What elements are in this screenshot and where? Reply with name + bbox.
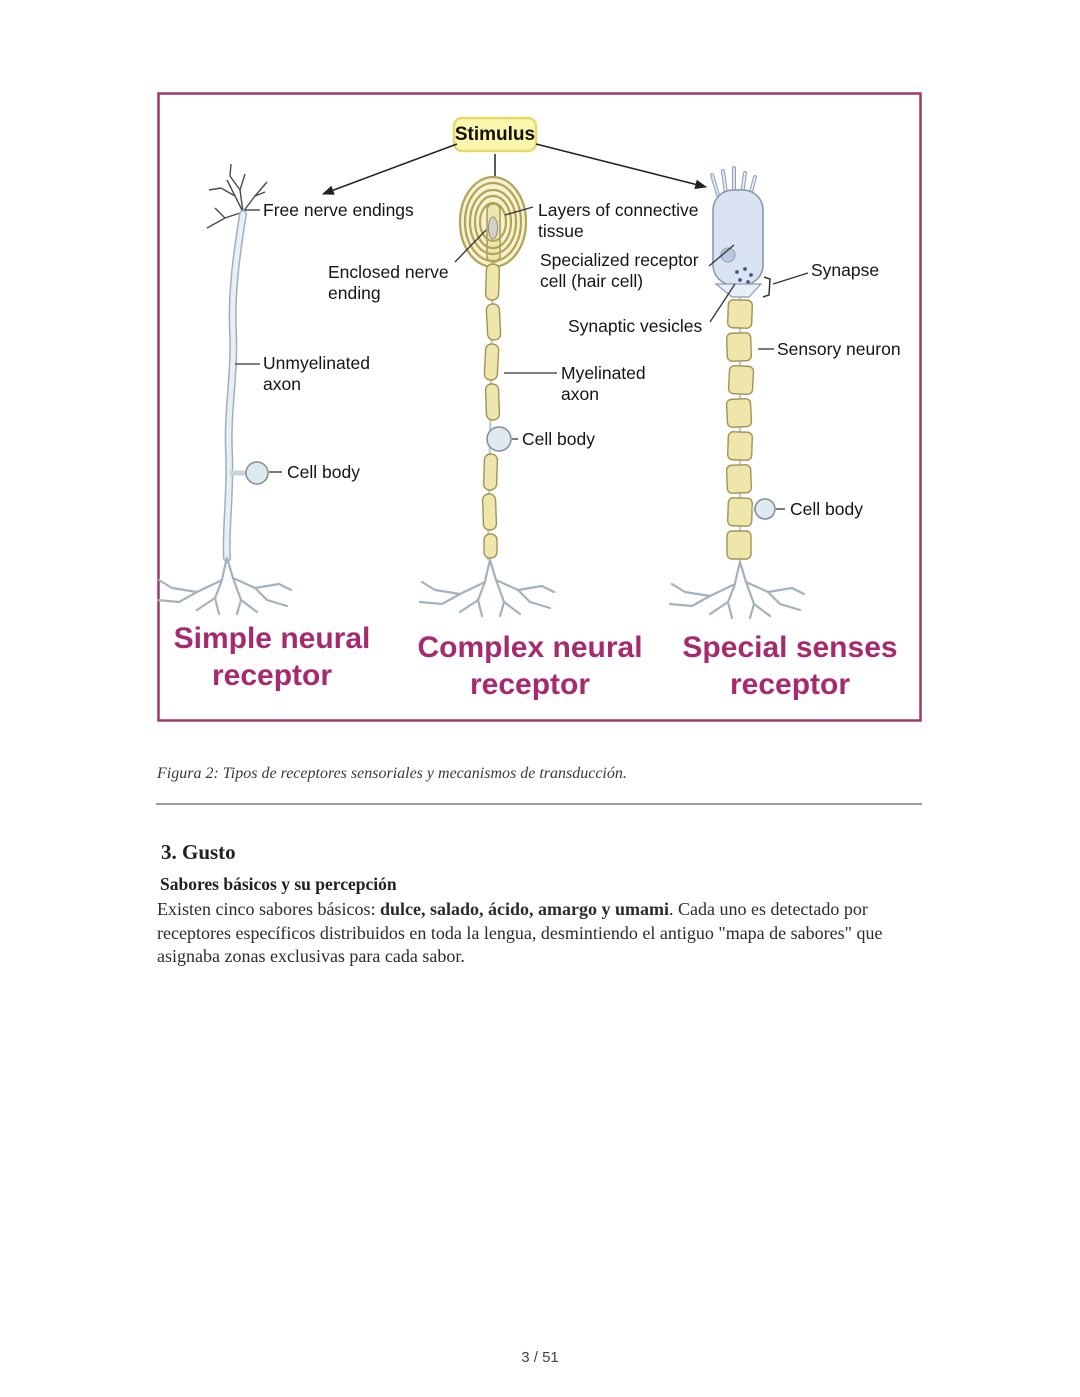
- figure-caption: Figura 2: Tipos de receptores sensoriale…: [157, 765, 627, 782]
- synapse-label: Synapse: [811, 260, 879, 280]
- layers-label-line1: Layers of connective: [538, 200, 699, 220]
- sensory-neuron-label: Sensory neuron: [777, 339, 901, 359]
- figure-diagram: Stimulus: [157, 92, 922, 722]
- figure-border: [157, 92, 922, 722]
- stimulus-group: Stimulus: [321, 116, 708, 228]
- simple-cell-body: [245, 461, 269, 485]
- section-heading: 3. Gusto: [161, 840, 236, 864]
- complex-cell-body: [486, 426, 512, 452]
- specialized-label-line2: cell (hair cell): [540, 271, 643, 291]
- free-nerve-endings-label: Free nerve endings: [263, 200, 414, 220]
- synaptic-vesicles-label: Synaptic vesicles: [568, 316, 702, 336]
- cell-body-label-mid: Cell body: [522, 429, 595, 449]
- synapse-bracket: [762, 276, 771, 298]
- receptor-titles: Simple neural receptor Complex neural re…: [174, 622, 898, 701]
- taste-paragraph: Existen cinco sabores básicos: dulce, sa…: [157, 898, 902, 969]
- paragraph-rest: . Cada uno es detectado por receptores e…: [157, 899, 883, 966]
- special-receptor-title-line1: Special senses: [682, 631, 897, 664]
- unmyelinated-label-line1: Unmyelinated: [263, 353, 370, 373]
- section-divider: [156, 803, 922, 805]
- layers-label-line2: tissue: [538, 221, 584, 241]
- page-number: 3 / 51: [521, 1349, 559, 1366]
- complex-receptor-title-line2: receptor: [470, 668, 590, 701]
- simple-receptor-drawing: [157, 163, 293, 616]
- enclosed-nerve-label-line1: Enclosed nerve: [328, 262, 449, 282]
- diagram-labels: Free nerve endings Enclosed nerve ending…: [263, 200, 901, 519]
- simple-receptor-title-line2: receptor: [212, 659, 332, 692]
- label-connectors: [235, 206, 809, 510]
- simple-receptor-title-line1: Simple neural: [174, 622, 371, 655]
- stimulus-label: Stimulus: [455, 124, 535, 145]
- special-receptor-title-line2: receptor: [730, 668, 850, 701]
- arrow-to-simple: [321, 143, 458, 195]
- specialized-label-line1: Specialized receptor: [540, 250, 699, 270]
- enclosed-nerve-label-line2: ending: [328, 283, 381, 303]
- complex-receptor-title-line1: Complex neural: [417, 631, 642, 664]
- myelinated-label-line1: Myelinated: [561, 363, 646, 383]
- special-receptor-drawing: [668, 166, 806, 620]
- cell-body-label-right: Cell body: [790, 499, 863, 519]
- paragraph-bold-tastes: dulce, salado, ácido, amargo y umami: [379, 899, 669, 919]
- stimulus-box: [452, 116, 538, 153]
- complex-receptor-drawing: [418, 175, 556, 618]
- unmyelinated-label-line2: axon: [263, 374, 301, 394]
- subsection-heading: Sabores básicos y su percepción: [160, 874, 397, 894]
- special-cell-body: [754, 498, 776, 520]
- paragraph-lead: Existen cinco sabores básicos:: [157, 899, 380, 919]
- arrow-to-special: [535, 143, 708, 190]
- sensory-receptors-figure: Stimulus: [157, 92, 922, 722]
- myelinated-label-line2: axon: [561, 384, 599, 404]
- cell-body-label-left: Cell body: [287, 462, 360, 482]
